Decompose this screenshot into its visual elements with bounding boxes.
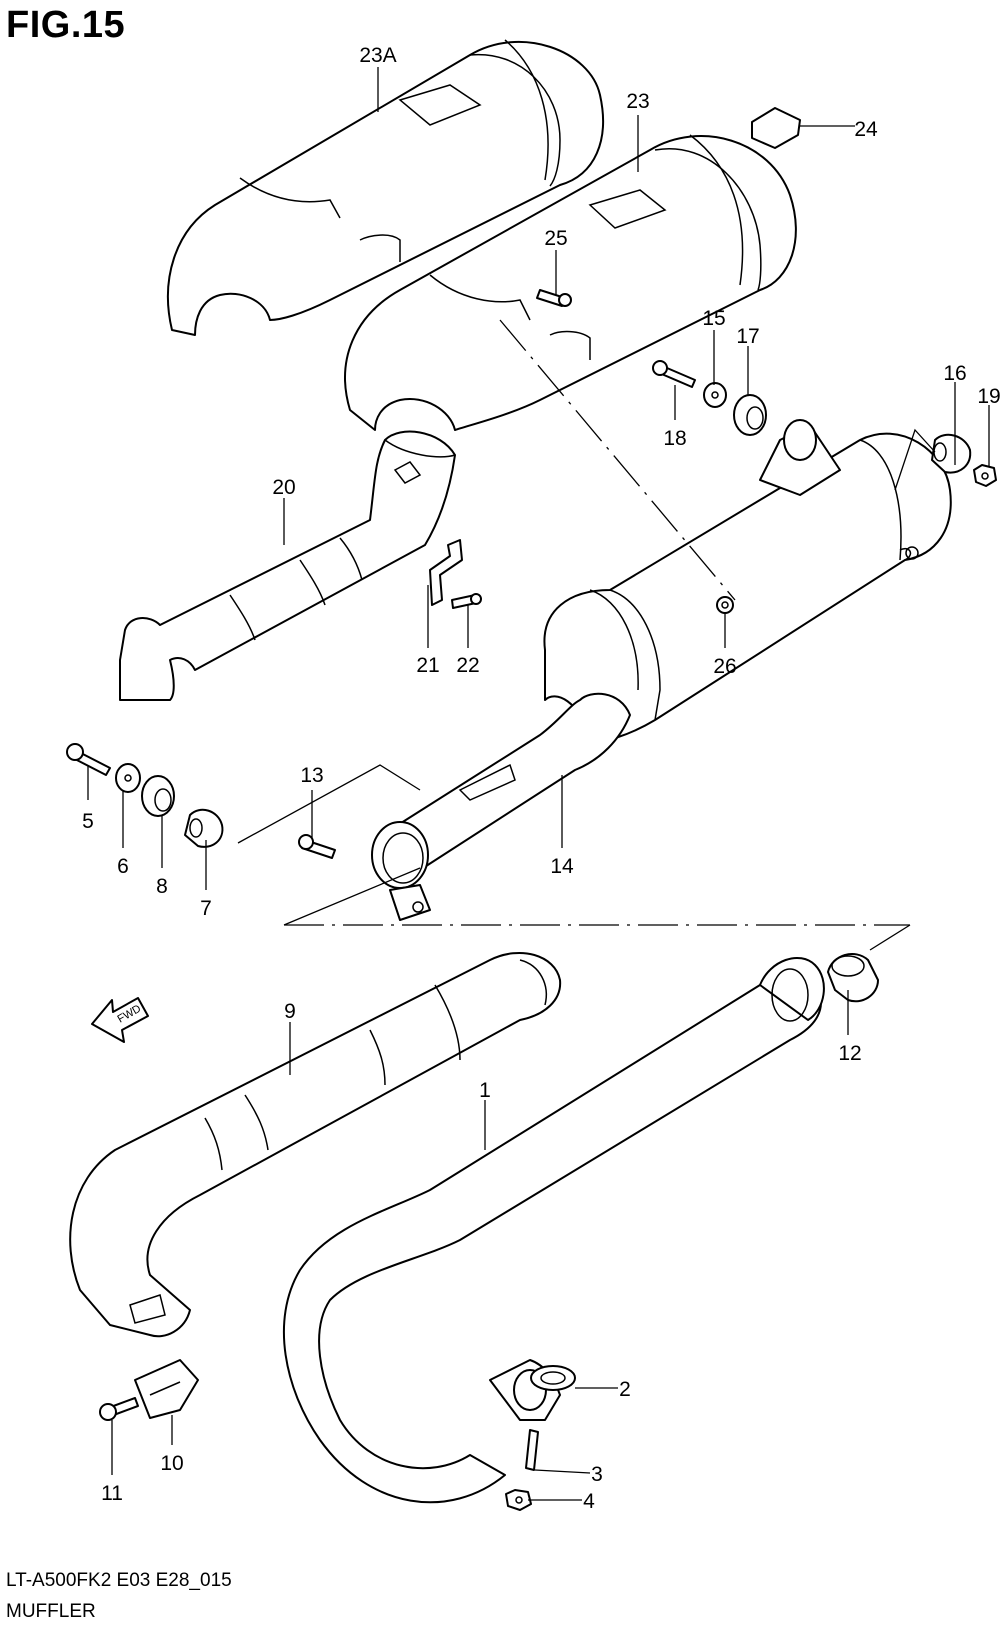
bolt-13 (298, 834, 336, 859)
callout-19: 19 (977, 385, 1000, 408)
nut-4 (505, 1489, 532, 1511)
callout-25: 25 (544, 227, 567, 250)
callout-5: 5 (82, 810, 94, 833)
alignment-lines (237, 319, 936, 951)
gasket-2 (530, 1365, 576, 1391)
callout-13: 13 (300, 764, 323, 787)
callout-22: 22 (456, 654, 479, 677)
heat-shield-plate-24 (751, 107, 801, 149)
callout-6: 6 (117, 855, 129, 878)
bolt-22 (451, 593, 482, 609)
heat-cover-23a (166, 39, 605, 336)
section-name: MUFFLER (6, 1601, 96, 1622)
grommet-16 (931, 433, 972, 474)
clamp-10 (134, 1359, 199, 1419)
bolt-11 (99, 1397, 139, 1421)
silencer-14 (371, 419, 952, 921)
washer-6 (115, 763, 141, 793)
forward-direction-arrow: FWD (91, 997, 149, 1043)
grommet-17 (733, 394, 767, 436)
gasket-12 (827, 953, 879, 1003)
exhaust-pipe-cover-9 (69, 951, 562, 1338)
callout-labels: 23A 23 24 25 15 17 16 19 18 20 21 22 26 … (82, 44, 1000, 1513)
callout-18: 18 (663, 427, 686, 450)
collar-7 (184, 808, 224, 848)
callout-3: 3 (591, 1463, 603, 1486)
callout-11: 11 (101, 1482, 123, 1505)
clamp-21 (429, 539, 463, 606)
callout-24: 24 (854, 118, 878, 141)
callout-26: 26 (713, 655, 736, 678)
callout-23a: 23A (359, 44, 396, 67)
bolt-18 (652, 360, 696, 388)
callout-8: 8 (156, 875, 168, 898)
callout-4: 4 (583, 1490, 595, 1513)
callout-12: 12 (838, 1042, 861, 1065)
heat-cover-23 (344, 134, 797, 431)
exhaust-pipe-1 (282, 956, 825, 1504)
callout-21: 21 (416, 654, 439, 677)
grommet-8 (141, 775, 175, 817)
callout-15: 15 (702, 307, 725, 330)
figure-title: FIG.15 (6, 4, 126, 46)
callout-23: 23 (626, 90, 649, 113)
callout-20: 20 (272, 476, 295, 499)
stud-bolt-3 (525, 1429, 539, 1471)
washer-26 (716, 596, 734, 614)
callout-17: 17 (736, 325, 759, 348)
model-code: LT-A500FK2 E03 E28_015 (6, 1570, 232, 1591)
bolt-5 (66, 743, 111, 776)
washer-15 (703, 382, 727, 408)
callout-1: 1 (479, 1079, 491, 1102)
callout-7: 7 (200, 897, 212, 920)
bolt-25 (536, 289, 572, 307)
pipe-cover-20 (119, 430, 456, 701)
callout-2: 2 (619, 1378, 631, 1401)
leader-lines (87, 67, 990, 1501)
callout-14: 14 (550, 855, 574, 878)
callout-10: 10 (160, 1452, 183, 1475)
nut-19 (973, 464, 997, 487)
callout-9: 9 (284, 1000, 296, 1023)
callout-16: 16 (943, 362, 966, 385)
